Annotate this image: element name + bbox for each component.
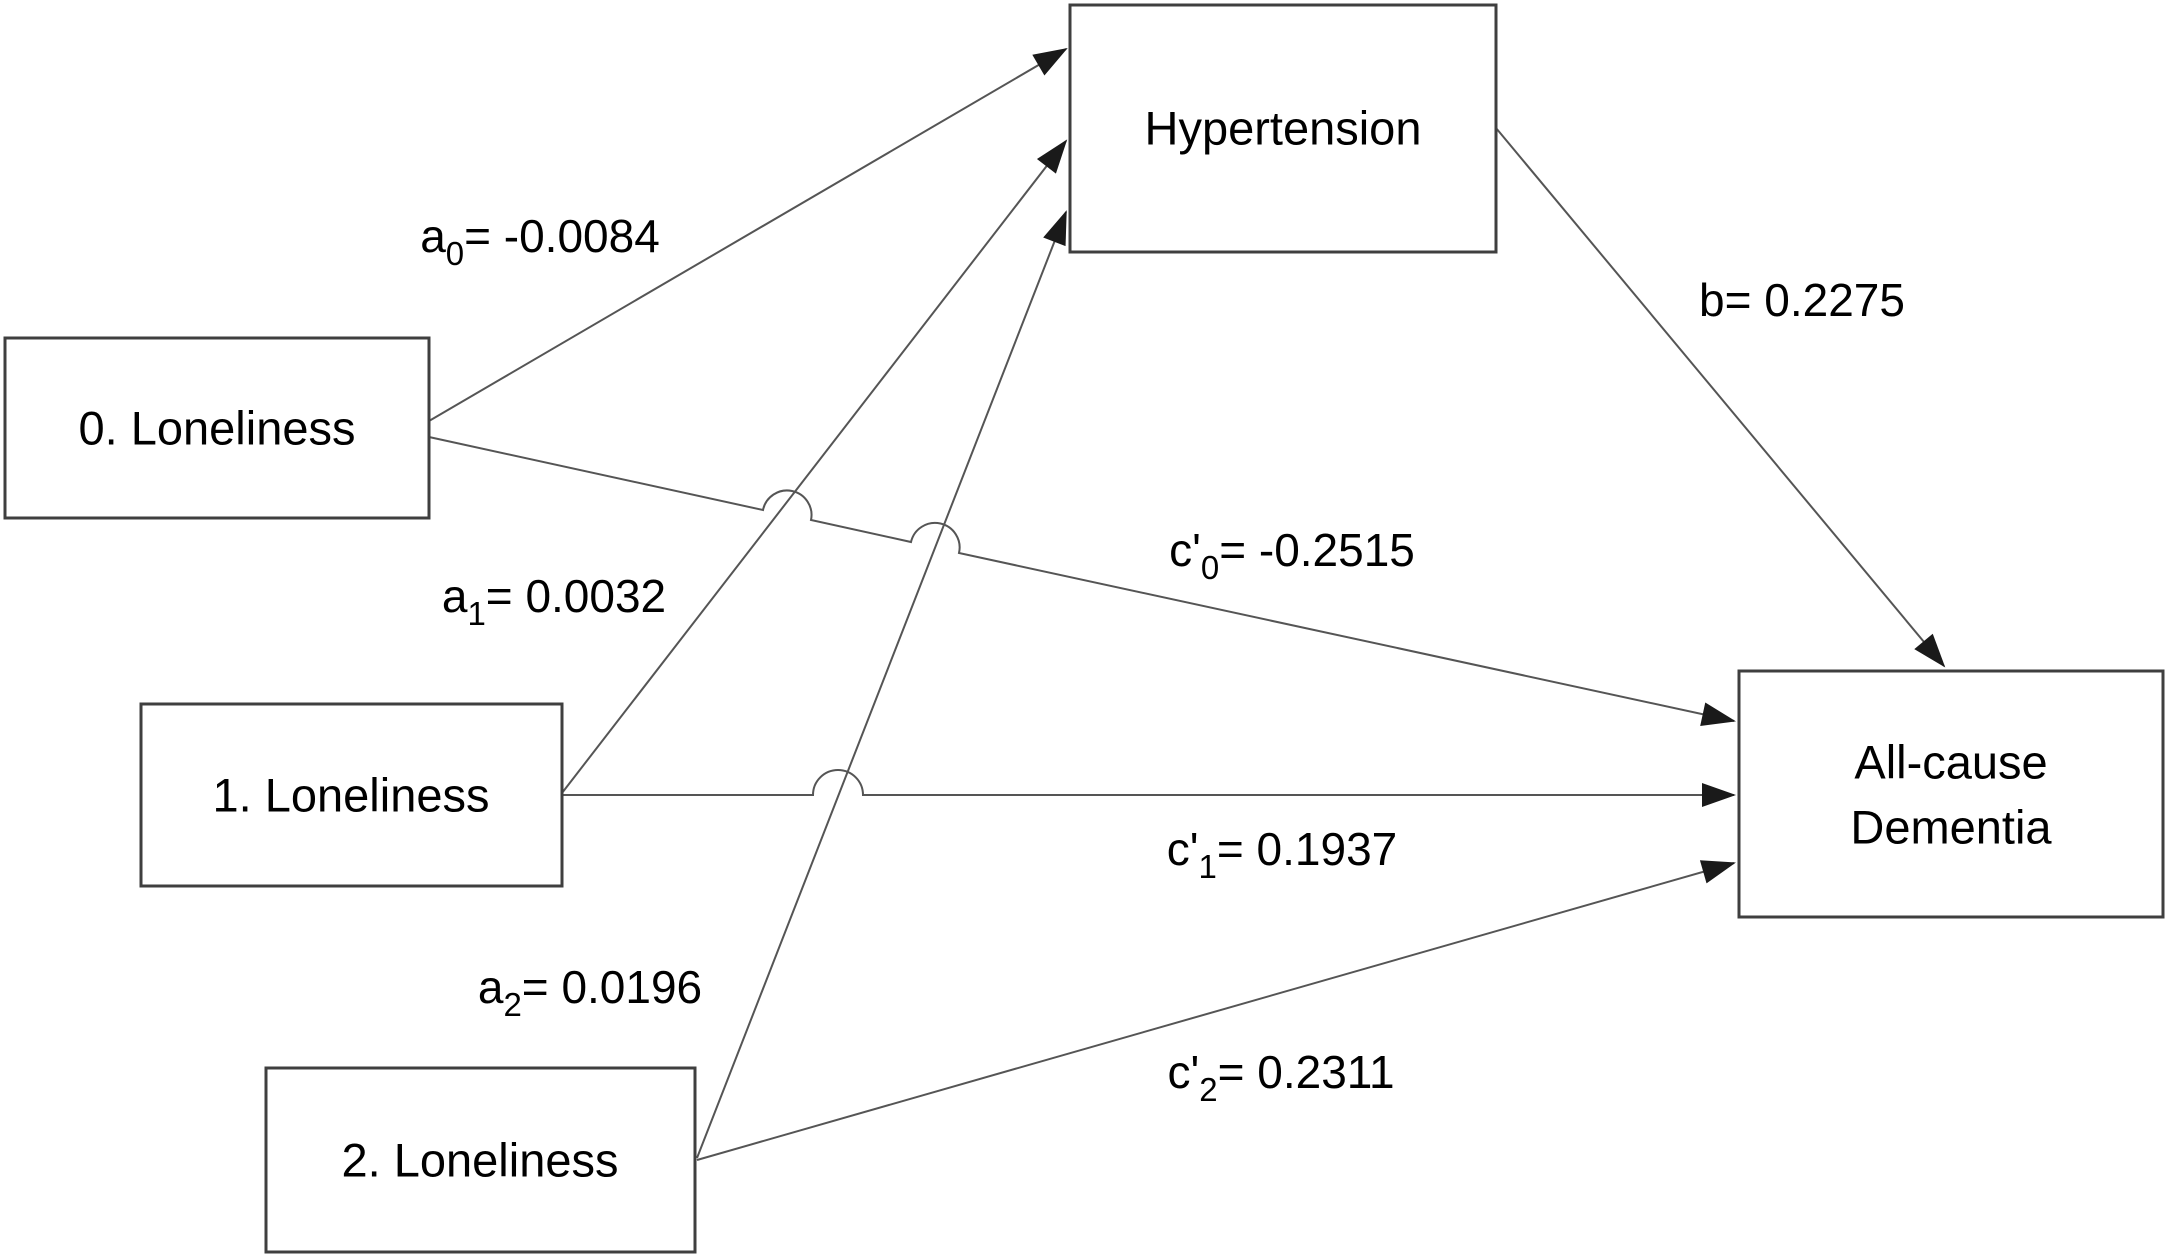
c0-subscript: 0 — [1201, 549, 1219, 586]
loneliness2-box — [264, 1066, 697, 1254]
a1-base: a — [442, 570, 468, 622]
hypertension-box — [1068, 3, 1498, 254]
a1-value: = 0.0032 — [486, 570, 666, 622]
c1-base: c' — [1167, 823, 1199, 875]
coefficient-label-c0: c'0= -0.2515 — [1169, 524, 1415, 586]
node-all-cause-dementia: All-cause Dementia — [1737, 669, 2165, 919]
edge-b-hypertension-to-dementia — [1495, 127, 1946, 668]
c1-value: = 0.1937 — [1217, 823, 1397, 875]
c0-value: = -0.2515 — [1219, 524, 1415, 576]
c0-base: c' — [1169, 524, 1201, 576]
node-loneliness-2: 2. Loneliness — [264, 1066, 697, 1254]
edge-a0-loneliness0-to-hypertension — [428, 47, 1068, 422]
edge-c0-loneliness0-to-dementia — [428, 436, 1736, 726]
coefficient-label-a0: a0= -0.0084 — [420, 210, 660, 272]
dementia-label-line1: All-cause — [1854, 736, 2047, 789]
edge-c2-loneliness2-to-dementia — [696, 860, 1736, 1161]
a0-base: a — [420, 210, 446, 262]
dementia-label-line2: Dementia — [1850, 801, 2052, 854]
hypertension-label: Hypertension — [1145, 102, 1422, 155]
b-base: b — [1699, 274, 1725, 326]
edge-a1-loneliness1-to-hypertension — [561, 139, 1068, 794]
node-loneliness-1: 1. Loneliness — [139, 702, 564, 888]
b-value: = 0.2275 — [1725, 274, 1905, 326]
coefficient-label-a1: a1= 0.0032 — [442, 570, 666, 632]
dementia-box — [1737, 669, 2165, 919]
coefficient-label-a2: a2= 0.0196 — [478, 961, 702, 1023]
c2-base: c' — [1167, 1046, 1199, 1098]
a0-subscript: 0 — [446, 235, 464, 272]
edge-c1-loneliness1-to-dementia — [562, 769, 1736, 807]
node-hypertension: Hypertension — [1068, 3, 1498, 254]
loneliness0-label: 0. Loneliness — [79, 402, 356, 455]
c1-subscript: 1 — [1199, 848, 1217, 885]
loneliness2-label: 2. Loneliness — [342, 1134, 619, 1187]
coefficient-label-b: b= 0.2275 — [1699, 274, 1905, 326]
coefficient-label-c1: c'1= 0.1937 — [1167, 823, 1398, 885]
loneliness1-label: 1. Loneliness — [213, 769, 490, 822]
a2-base: a — [478, 961, 504, 1013]
edge-a2-loneliness2-to-hypertension — [696, 210, 1067, 1159]
loneliness1-box — [139, 702, 564, 888]
a0-value: = -0.0084 — [464, 210, 660, 262]
coefficient-label-c2: c'2= 0.2311 — [1167, 1046, 1394, 1108]
c2-subscript: 2 — [1199, 1071, 1217, 1108]
a2-subscript: 2 — [503, 986, 521, 1023]
a1-subscript: 1 — [467, 595, 485, 632]
node-loneliness-0: 0. Loneliness — [3, 336, 431, 520]
c2-value: = 0.2311 — [1218, 1046, 1395, 1098]
loneliness0-box — [3, 336, 431, 520]
a2-value: = 0.0196 — [522, 961, 702, 1013]
